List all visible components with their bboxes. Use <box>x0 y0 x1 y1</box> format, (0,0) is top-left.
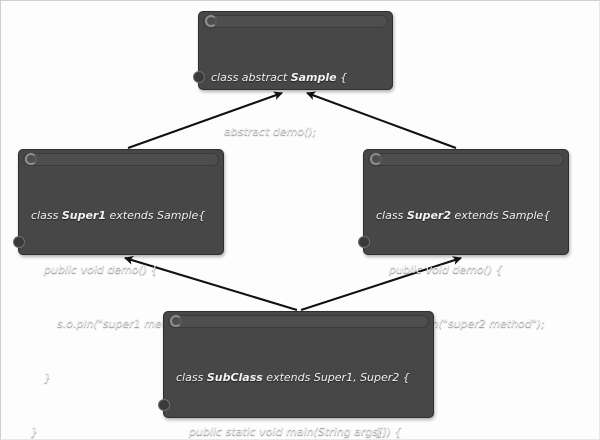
class-body-super1: class Super1 extends Sample{ public void… <box>19 168 223 439</box>
code-line: class Super1 extends Sample{ <box>31 209 206 222</box>
node-collapse-icon[interactable] <box>170 315 182 327</box>
code-line: } <box>31 425 38 438</box>
class-body-subclass: class SubClass extends Super1, Super2 { … <box>164 330 433 439</box>
edge-subclass-to-super2 <box>300 256 462 311</box>
code-line: class abstract Sample { <box>211 71 348 84</box>
node-titlebar <box>23 153 219 166</box>
edge-subclass-to-super1 <box>124 256 298 312</box>
edge-super2-to-sample <box>306 91 457 149</box>
code-line: abstract demo(); <box>224 125 317 138</box>
edge-super1-to-sample <box>127 91 283 149</box>
node-collapse-icon[interactable] <box>370 153 382 165</box>
node-collapse-icon[interactable] <box>205 15 217 27</box>
class-body-super2: class Super2 extends Sample{ public void… <box>364 168 568 439</box>
node-anchor-handle[interactable] <box>13 236 25 248</box>
node-collapse-icon[interactable] <box>25 153 37 165</box>
node-anchor-handle[interactable] <box>358 236 370 248</box>
class-node-super2[interactable]: class Super2 extends Sample{ public void… <box>358 149 569 438</box>
code-line: } <box>44 371 51 384</box>
node-titlebar <box>168 315 429 328</box>
code-line: class Super2 extends Sample{ <box>376 209 551 222</box>
code-line: class SubClass extends Super1, Super2 { <box>176 371 410 384</box>
code-line: public static void main(String args[]) { <box>189 425 402 438</box>
code-line: } <box>376 425 383 438</box>
code-line: } <box>211 177 382 195</box>
class-node-super1[interactable]: class Super1 extends Sample{ public void… <box>13 149 224 438</box>
node-anchor-handle[interactable] <box>158 399 170 411</box>
node-anchor-handle[interactable] <box>193 71 205 83</box>
code-line: public void demo() { <box>44 263 158 276</box>
class-node-subclass[interactable]: class SubClass extends Super1, Super2 { … <box>158 311 434 438</box>
class-node-sample[interactable]: class abstract Sample { abstract demo();… <box>193 11 393 192</box>
node-titlebar <box>368 153 564 166</box>
code-line: public void demo() { <box>389 263 503 276</box>
node-titlebar <box>203 15 388 28</box>
